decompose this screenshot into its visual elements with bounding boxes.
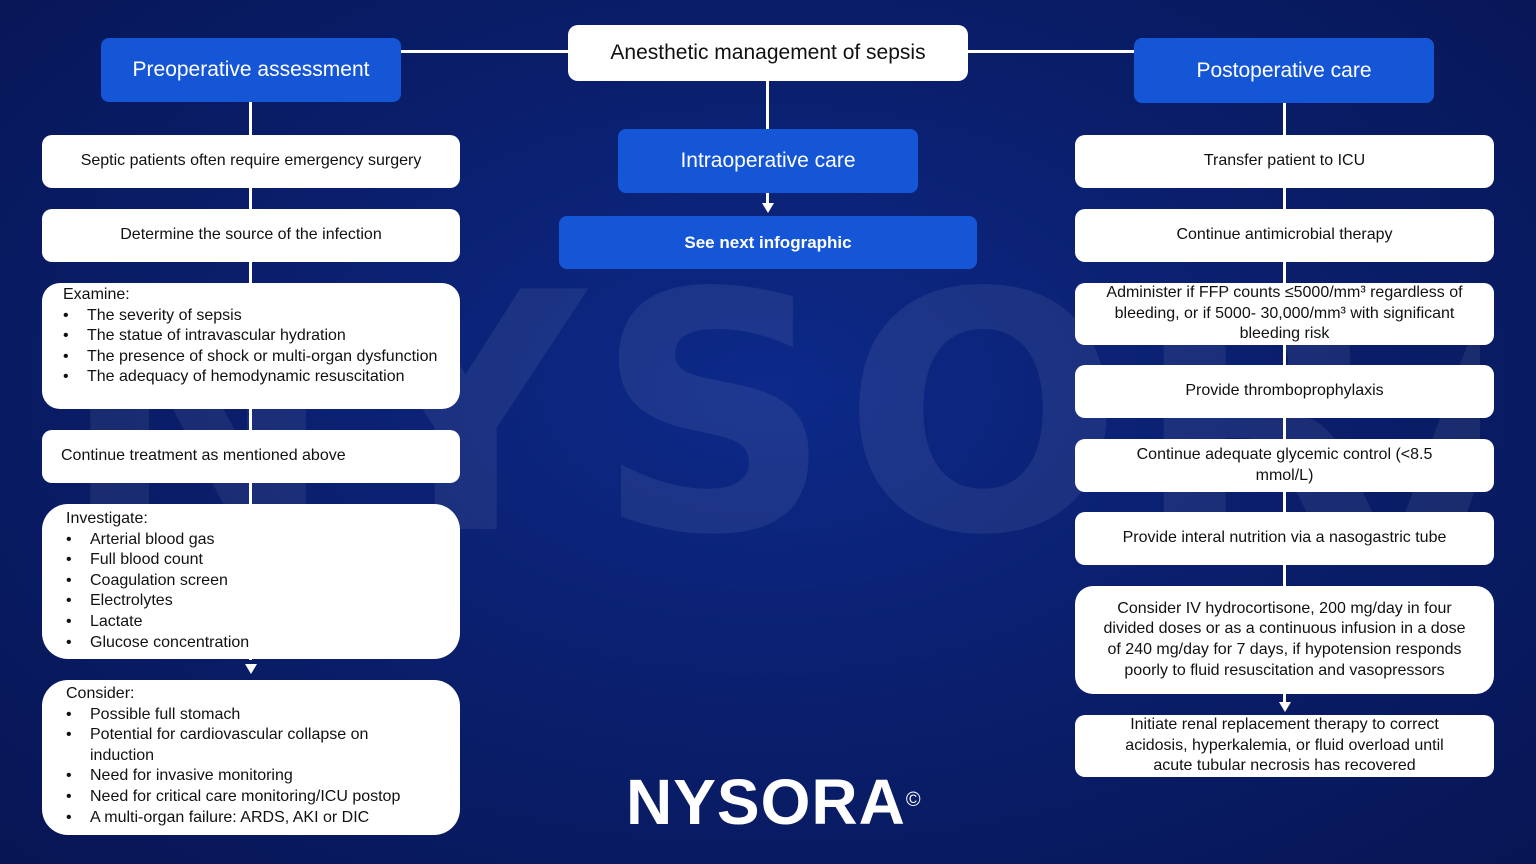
nysora-logo: NYSORA© (626, 770, 922, 834)
list-item: The presence of shock or multi-organ dys… (63, 347, 437, 368)
continue-treatment-box: Continue treatment as mentioned above (42, 430, 460, 483)
connector-top-right (966, 50, 1136, 53)
list-item: Lactate (66, 612, 249, 633)
consider-label: Consider: (66, 685, 135, 702)
connector-center (766, 80, 769, 130)
see-next-infographic-button[interactable]: See next infographic (559, 216, 977, 269)
copyright-icon: © (905, 789, 922, 811)
postoperative-header: Postoperative care (1134, 38, 1434, 103)
list-item: The statue of intravascular hydration (63, 326, 437, 347)
examine-box: Examine: The severity of sepsis The stat… (42, 283, 460, 409)
list-item: Electrolytes (66, 591, 249, 612)
nutrition-box: Provide interal nutrition via a nasogast… (1075, 512, 1494, 565)
hydrocortisone-box: Consider IV hydrocortisone, 200 mg/day i… (1075, 586, 1494, 694)
thromboprophylaxis-box: Provide thromboprophylaxis (1075, 365, 1494, 418)
investigate-box: Investigate: Arterial blood gas Full blo… (42, 504, 460, 659)
list-item: Full blood count (66, 550, 249, 571)
transfer-icu-box: Transfer patient to ICU (1075, 135, 1494, 188)
list-item: Coagulation screen (66, 571, 249, 592)
arrow-down-icon (762, 203, 774, 213)
logo-text: NYSORA (626, 766, 906, 838)
preoperative-header: Preoperative assessment (101, 38, 401, 102)
glycemic-control-box: Continue adequate glycemic control (<8.5… (1075, 439, 1494, 492)
investigate-label: Investigate: (66, 510, 148, 527)
antimicrobial-box: Continue antimicrobial therapy (1075, 209, 1494, 262)
list-item: Need for critical care monitoring/ICU po… (66, 787, 436, 808)
list-item: Glucose concentration (66, 633, 249, 654)
list-item: Potential for cardiovascular collapse on… (66, 725, 436, 766)
examine-label: Examine: (63, 286, 130, 303)
list-item: Need for invasive monitoring (66, 766, 436, 787)
preop-emergency-box: Septic patients often require emergency … (42, 135, 460, 188)
list-item: Arterial blood gas (66, 530, 249, 551)
consider-box: Consider: Possible full stomach Potentia… (42, 680, 460, 835)
page-title: Anesthetic management of sepsis (568, 25, 968, 81)
arrow-down-icon (1279, 702, 1291, 712)
ffp-box: Administer if FFP counts ≤5000/mm³ regar… (1075, 283, 1494, 345)
list-item: The adequacy of hemodynamic resuscitatio… (63, 367, 437, 388)
connector-top-left (400, 50, 570, 53)
renal-replacement-box: Initiate renal replacement therapy to co… (1075, 715, 1494, 777)
list-item: A multi-organ failure: ARDS, AKI or DIC (66, 808, 436, 829)
arrow-down-icon (245, 664, 257, 674)
list-item: Possible full stomach (66, 705, 436, 726)
list-item: The severity of sepsis (63, 306, 437, 327)
preop-infection-source-box: Determine the source of the infection (42, 209, 460, 262)
connector-center-lower (766, 193, 769, 203)
intraoperative-header: Intraoperative care (618, 129, 918, 193)
